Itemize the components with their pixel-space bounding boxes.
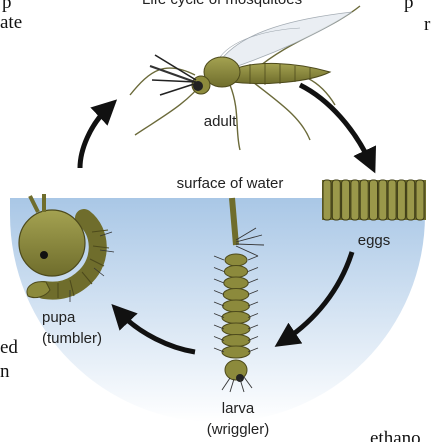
bg-text-top-right-2: r bbox=[424, 14, 431, 35]
larva-segment bbox=[223, 300, 250, 312]
egg bbox=[332, 180, 340, 220]
egg bbox=[379, 180, 387, 220]
stage-label-pupa: pupa bbox=[42, 309, 76, 326]
larva-segment bbox=[224, 277, 248, 289]
stage-label-pupa-alias: (tumbler) bbox=[42, 330, 102, 347]
diagram-title: Life cycle of mosquitoes bbox=[142, 0, 302, 8]
larva-segment bbox=[222, 346, 250, 358]
larva-segment bbox=[222, 335, 250, 347]
larva-segment bbox=[222, 323, 250, 335]
egg bbox=[397, 180, 405, 220]
egg bbox=[342, 180, 350, 220]
water-surface-label: surface of water bbox=[177, 175, 284, 192]
egg bbox=[407, 180, 415, 220]
larva-segment bbox=[222, 312, 250, 324]
bg-text-top-left-2: ate bbox=[0, 12, 22, 33]
stage-label-eggs: eggs bbox=[358, 232, 391, 249]
egg-raft-icon bbox=[322, 180, 426, 220]
mosquito-adult-icon bbox=[130, 6, 360, 150]
egg bbox=[351, 180, 359, 220]
stage-label-larva-alias: (wriggler) bbox=[207, 421, 270, 438]
larva-segment bbox=[224, 266, 247, 278]
egg bbox=[370, 180, 378, 220]
egg bbox=[416, 180, 424, 220]
stage-label-adult: adult bbox=[204, 113, 237, 130]
bg-text-bottom-left-1: ed bbox=[0, 337, 18, 358]
bg-text-top-right-1: p bbox=[404, 0, 414, 13]
bg-text-bottom-left-2: n bbox=[0, 361, 10, 382]
stage-label-larva: larva bbox=[222, 400, 255, 417]
egg bbox=[323, 180, 331, 220]
arrow-adult-to-eggs bbox=[300, 85, 370, 162]
egg bbox=[360, 180, 368, 220]
arrow-pupa-to-adult bbox=[80, 108, 108, 168]
larva-segment bbox=[225, 254, 247, 266]
bg-text-bottom-right: ethano bbox=[370, 428, 421, 442]
egg bbox=[388, 180, 396, 220]
larva-segment bbox=[223, 289, 249, 301]
